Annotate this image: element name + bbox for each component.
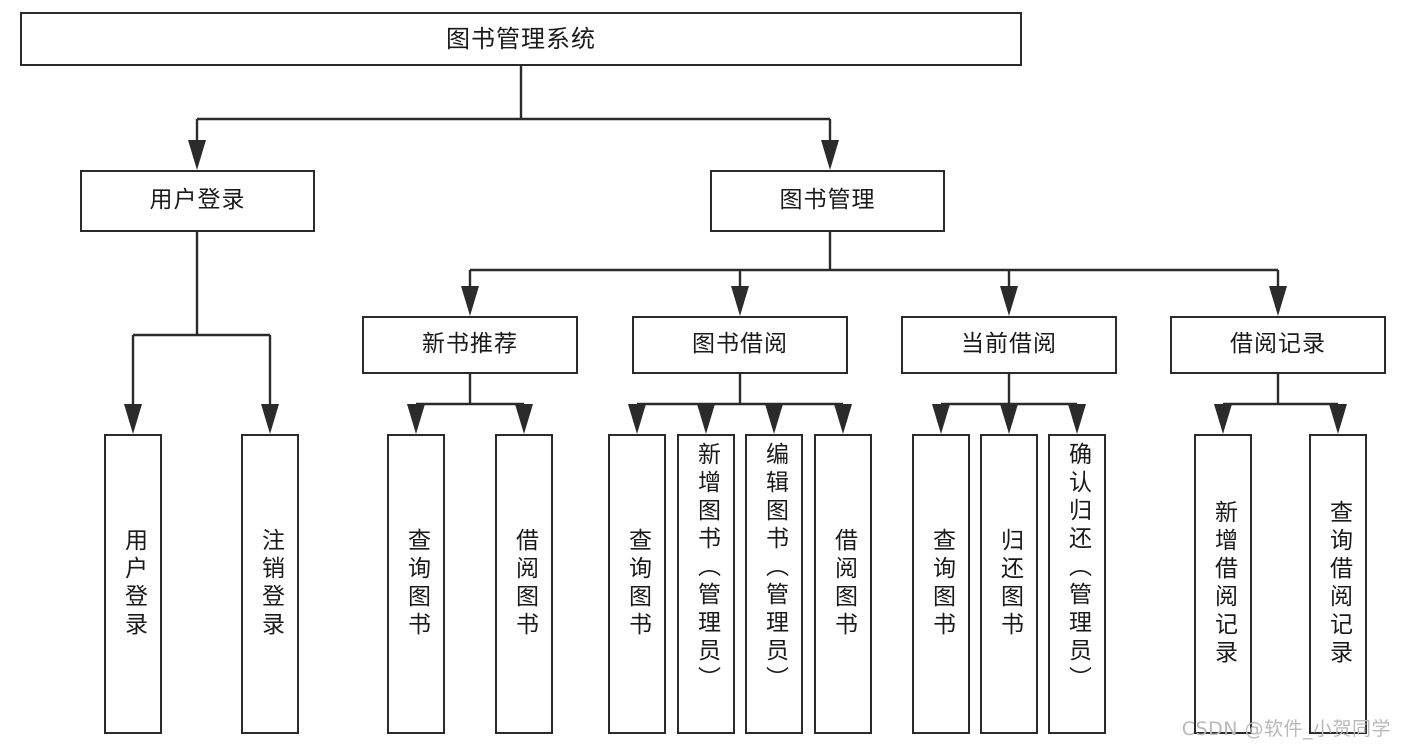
arrowhead-user-login-leaf bbox=[124, 404, 142, 434]
leaf-query-borrow-record[interactable]: 查询借阅记录 bbox=[1309, 434, 1367, 734]
leaf-query-book-recommend[interactable]: 查询图书 bbox=[387, 434, 445, 734]
node-label: 图书借阅 bbox=[692, 331, 788, 358]
leaf-borrow-book-recommend[interactable]: 借阅图书 bbox=[495, 434, 553, 734]
leaf-edit-book-admin[interactable]: 编辑图书（管理员） bbox=[745, 434, 803, 734]
arrowhead-newbook-leaf1 bbox=[407, 404, 425, 434]
node-user-login[interactable]: 用户登录 bbox=[80, 170, 315, 232]
arrowhead-bookborrow-leaf2 bbox=[697, 404, 715, 434]
node-label: 确认归还（管理员） bbox=[1064, 442, 1091, 694]
arrowhead-borrowrecord-leaf2 bbox=[1329, 404, 1347, 434]
arrowhead-userlogin bbox=[188, 140, 206, 170]
arrowhead-currentborrow-leaf2 bbox=[1000, 404, 1018, 434]
arrowhead-new-book-recommend bbox=[461, 286, 479, 316]
node-label: 新增图书（管理员） bbox=[693, 442, 720, 694]
node-label: 借阅图书 bbox=[830, 528, 857, 640]
node-book-borrow[interactable]: 图书借阅 bbox=[632, 316, 848, 374]
arrowhead-bookborrow-leaf3 bbox=[765, 404, 783, 434]
node-label: 新书推荐 bbox=[422, 331, 518, 358]
leaf-confirm-return-admin[interactable]: 确认归还（管理员） bbox=[1048, 434, 1106, 734]
arrowhead-currentborrow-leaf1 bbox=[932, 404, 950, 434]
node-label: 图书管理系统 bbox=[446, 24, 596, 53]
node-label: 新增借阅记录 bbox=[1210, 500, 1237, 668]
arrowhead-logout-leaf bbox=[261, 404, 279, 434]
node-label: 注销登录 bbox=[257, 528, 284, 640]
leaf-return-book[interactable]: 归还图书 bbox=[980, 434, 1038, 734]
arrowhead-bookborrow-leaf4 bbox=[834, 404, 852, 434]
node-label: 查询图书 bbox=[624, 528, 651, 640]
arrowhead-currentborrow-leaf3 bbox=[1068, 404, 1086, 434]
arrowhead-borrowrecord-leaf1 bbox=[1214, 404, 1232, 434]
arrowhead-borrow-record bbox=[1269, 286, 1287, 316]
node-label: 图书管理 bbox=[779, 187, 876, 214]
leaf-borrow-book[interactable]: 借阅图书 bbox=[814, 434, 872, 734]
leaf-add-borrow-record[interactable]: 新增借阅记录 bbox=[1194, 434, 1252, 734]
leaf-query-book-current[interactable]: 查询图书 bbox=[912, 434, 970, 734]
node-label: 用户登录 bbox=[120, 528, 147, 640]
arrowhead-bookborrow-leaf1 bbox=[628, 404, 646, 434]
arrowhead-bookmgmt bbox=[821, 140, 839, 170]
node-label: 编辑图书（管理员） bbox=[761, 442, 788, 694]
arrowhead-book-borrow bbox=[731, 286, 749, 316]
node-label: 查询图书 bbox=[403, 528, 430, 640]
watermark: CSDN @软件_小贺同学 bbox=[1181, 718, 1391, 740]
node-current-borrow[interactable]: 当前借阅 bbox=[901, 316, 1117, 374]
node-borrow-record[interactable]: 借阅记录 bbox=[1170, 316, 1386, 374]
node-label: 当前借阅 bbox=[961, 331, 1057, 358]
arrowhead-newbook-leaf2 bbox=[515, 404, 533, 434]
node-new-book-recommend[interactable]: 新书推荐 bbox=[362, 316, 578, 374]
node-label: 借阅图书 bbox=[511, 528, 538, 640]
node-label: 用户登录 bbox=[149, 187, 246, 214]
leaf-user-login[interactable]: 用户登录 bbox=[104, 434, 162, 734]
arrowhead-current-borrow bbox=[1000, 286, 1018, 316]
node-label: 查询图书 bbox=[928, 528, 955, 640]
leaf-query-book-borrow[interactable]: 查询图书 bbox=[608, 434, 666, 734]
node-label: 查询借阅记录 bbox=[1325, 500, 1352, 668]
node-label: 借阅记录 bbox=[1230, 331, 1326, 358]
leaf-add-book-admin[interactable]: 新增图书（管理员） bbox=[677, 434, 735, 734]
node-book-management[interactable]: 图书管理 bbox=[710, 170, 945, 232]
node-label: 归还图书 bbox=[996, 528, 1023, 640]
leaf-logout[interactable]: 注销登录 bbox=[241, 434, 299, 734]
node-root-book-management-system[interactable]: 图书管理系统 bbox=[20, 12, 1022, 66]
